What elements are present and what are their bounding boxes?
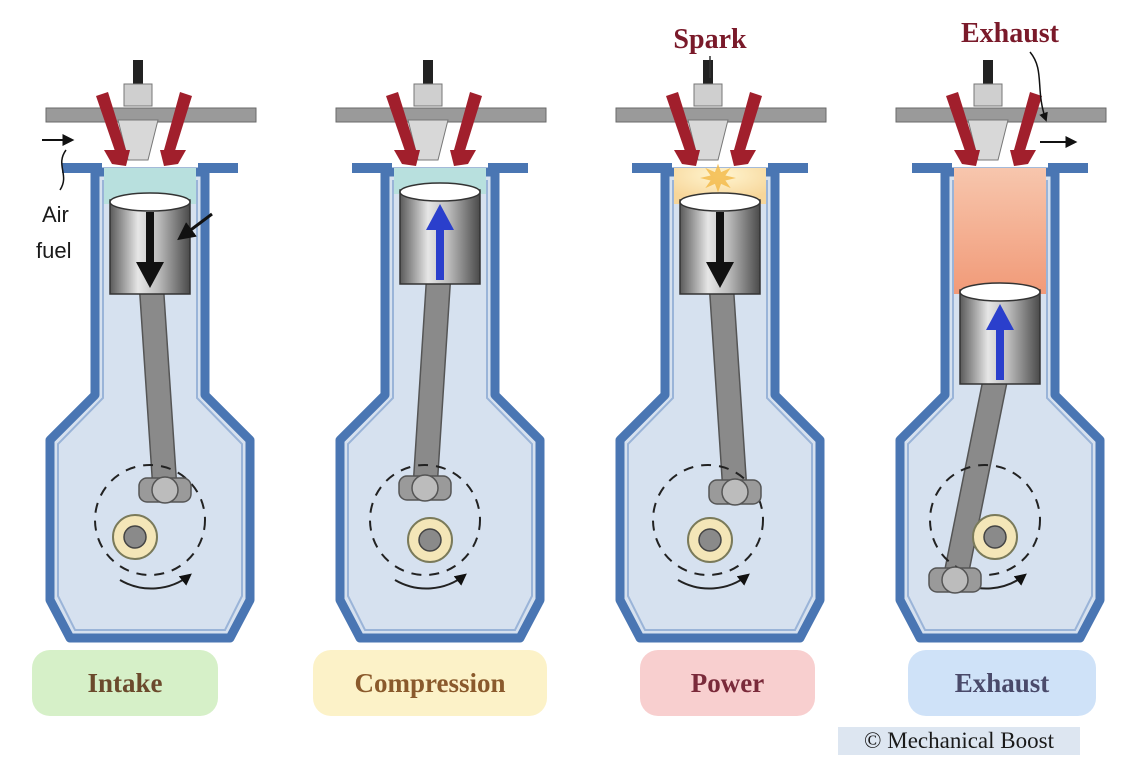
badge-power: Power (640, 650, 815, 716)
badge-exhaust: Exhaust (908, 650, 1096, 716)
crank-orbit (652, 464, 764, 576)
piston-shaft-arrow (436, 226, 444, 280)
piston-top (399, 182, 481, 202)
exhaust-valve-head (450, 150, 476, 166)
exhaust-leader (1029, 51, 1048, 122)
piston-top (679, 192, 761, 212)
badge-compression: Compression (313, 650, 547, 716)
fuel-label: fuel (36, 238, 71, 263)
piston-shaft-arrow (146, 212, 154, 266)
spark-label: Spark (673, 24, 747, 55)
flange-left (912, 163, 952, 173)
piston-down-arrow-icon (136, 262, 164, 288)
flange-right (198, 163, 238, 173)
engine-inner-wall (627, 180, 813, 631)
intake-valve-head (104, 150, 130, 166)
badge-compression-label: Compression (354, 667, 506, 698)
flange-left (632, 163, 672, 173)
rotation-arrow (119, 573, 192, 590)
flange-right (1048, 163, 1088, 173)
intake-valve-head (394, 150, 420, 166)
crank-orbit (929, 464, 1041, 576)
intake-valve (666, 92, 696, 154)
piston-ring-arrow (177, 212, 213, 241)
spark-plug-terminal (133, 60, 143, 86)
spark-plug-body (693, 83, 723, 107)
exhaust-port-label: Exhaust (961, 18, 1060, 49)
spark-plug-body (973, 83, 1003, 107)
exhaust-valve (1014, 92, 1042, 154)
intake-valve (386, 92, 416, 154)
crank-orbit (94, 464, 206, 576)
flange-right (768, 163, 808, 173)
intake-valve-head (674, 150, 700, 166)
crankshaft-pin (983, 525, 1007, 549)
piston-top (109, 192, 191, 212)
spark-plug-terminal (423, 60, 433, 86)
crankshaft-pin (418, 528, 442, 552)
engine-power (615, 60, 827, 643)
piston-up-arrow-icon (986, 304, 1014, 330)
spark-plug-body (123, 83, 153, 107)
exhaust-valve-head (730, 150, 756, 166)
flange-left (62, 163, 102, 173)
intake-valve (946, 92, 976, 154)
exhaust-valve (454, 92, 482, 154)
air-label: Air (42, 202, 69, 227)
piston-shaft-arrow (716, 212, 724, 266)
spark-plug-body (413, 83, 443, 107)
chamber-exhaust-gas (954, 168, 1046, 294)
flange-right (488, 163, 528, 173)
engine-intake (45, 60, 257, 643)
piston-down-arrow-icon (706, 262, 734, 288)
intake-valve-head (954, 150, 980, 166)
intake-valve (96, 92, 126, 154)
big-end-pin (411, 474, 439, 502)
spark-plug-terminal (983, 60, 993, 86)
badge-exhaust-label: Exhaust (954, 667, 1050, 698)
engine-inner-wall (907, 180, 1093, 631)
spark-burst (700, 163, 736, 193)
big-end-pin (941, 566, 969, 594)
rotation-arrow (394, 573, 467, 590)
crankshaft-pin (698, 528, 722, 552)
exhaust-valve (734, 92, 762, 154)
flange-left (352, 163, 392, 173)
badge-intake: Intake (32, 650, 218, 716)
badge-power-label: Power (690, 667, 765, 698)
piston-top (959, 282, 1041, 302)
spark-plug-terminal (703, 60, 713, 86)
engine-compression (335, 60, 547, 643)
copyright-notice: © Mechanical Boost (838, 727, 1080, 755)
crank-orbit (369, 464, 481, 576)
exhaust-valve-head (160, 150, 186, 166)
engine-inner-wall (347, 180, 533, 631)
rotation-arrow (677, 573, 750, 590)
exhaust-valve (164, 92, 192, 154)
piston-shaft-arrow (996, 326, 1004, 380)
big-end-pin (721, 478, 749, 506)
exhaust-valve-head (1010, 150, 1036, 166)
big-end-pin (151, 476, 179, 504)
crankshaft-pin (123, 525, 147, 549)
badge-intake-label: Intake (87, 667, 163, 698)
air-fuel-leader (59, 149, 67, 191)
piston-up-arrow-icon (426, 204, 454, 230)
engine-inner-wall (57, 180, 243, 631)
engine-exhaust (895, 60, 1107, 643)
